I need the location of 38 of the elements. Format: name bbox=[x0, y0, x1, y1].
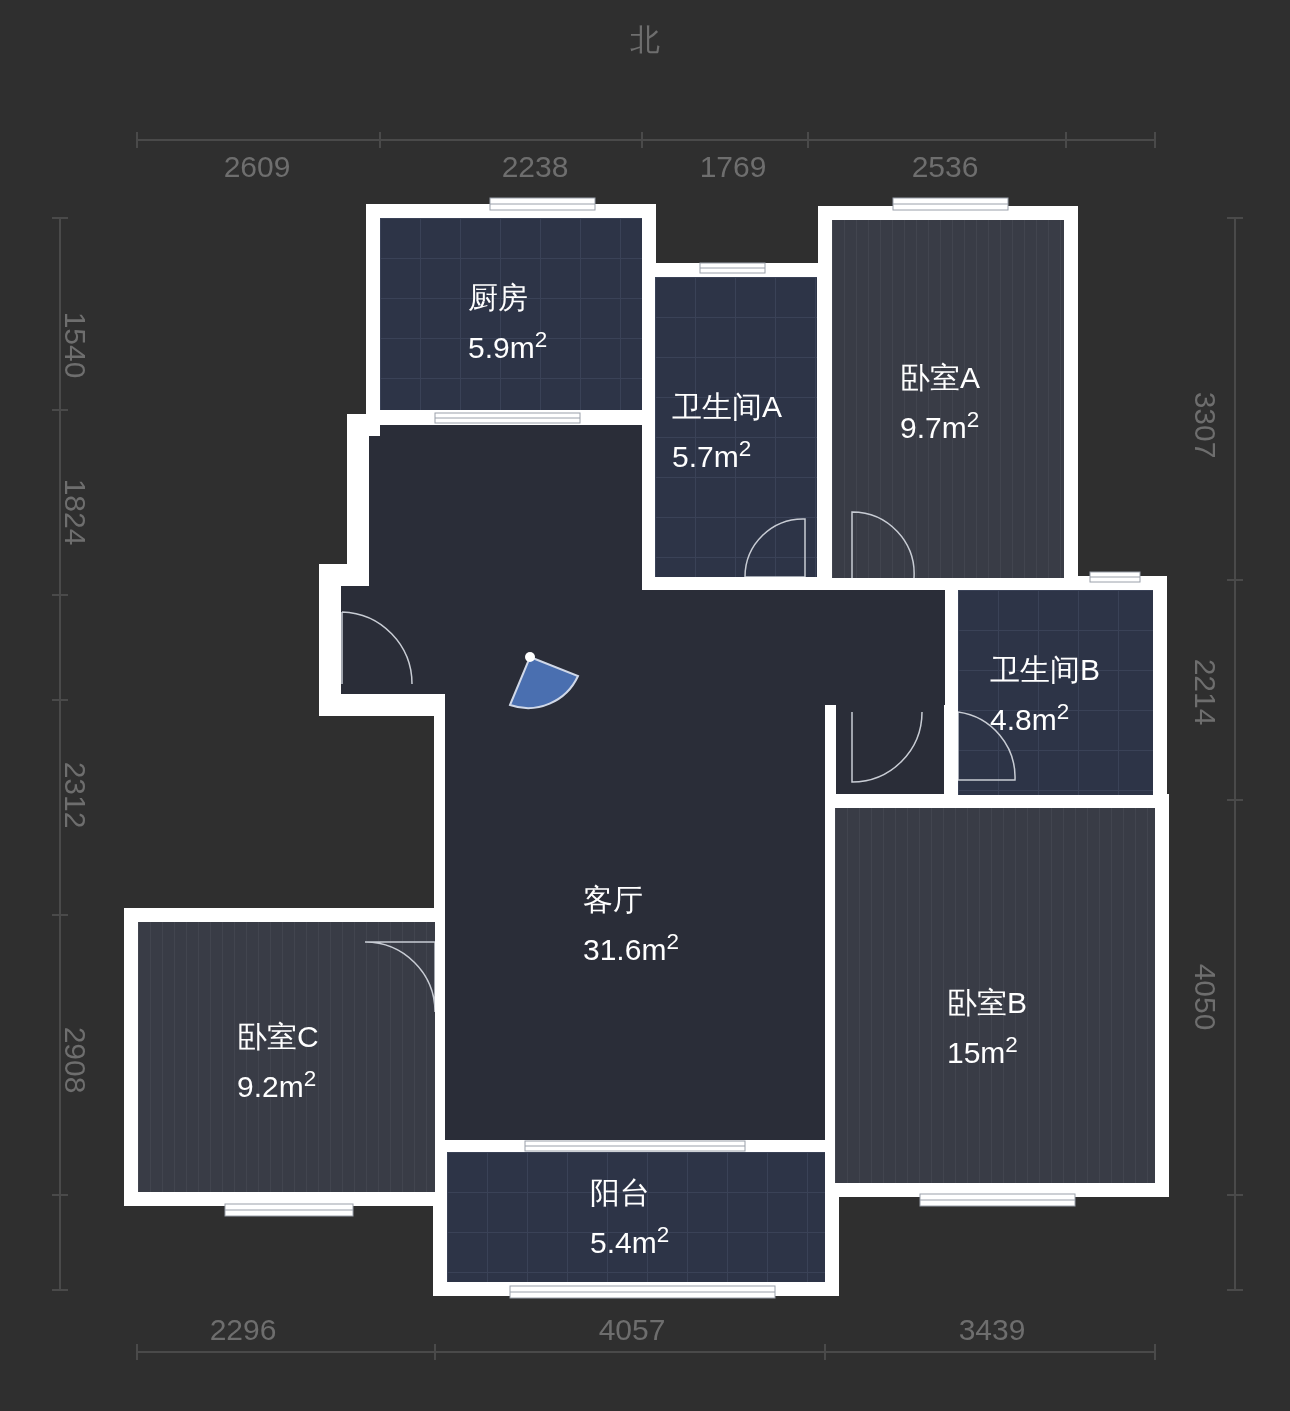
dimension-label: 2908 bbox=[60, 1026, 90, 1094]
room-name: 阳台 bbox=[590, 1175, 651, 1211]
dimension-label: 1769 bbox=[699, 152, 767, 182]
room-name: 卫生间B bbox=[990, 652, 1100, 688]
room-area: 5.9m$^{2}$ bbox=[468, 323, 548, 373]
dimension-label: 4050 bbox=[1190, 963, 1220, 1031]
room-name: 卧室C bbox=[237, 1019, 319, 1055]
room bbox=[138, 922, 435, 1192]
dimension-label: 3439 bbox=[958, 1315, 1026, 1345]
room-name: 卧室A bbox=[900, 360, 980, 396]
compass-label: 北 bbox=[630, 25, 660, 55]
dimension-label: 2214 bbox=[1190, 658, 1220, 726]
dimension-label: 2536 bbox=[911, 152, 979, 182]
room-area: 5.7m$^{2}$ bbox=[672, 432, 782, 482]
dimension-label: 3307 bbox=[1190, 391, 1220, 459]
dimension-label: 1540 bbox=[60, 311, 90, 379]
room bbox=[655, 277, 817, 577]
dimension-label: 1824 bbox=[60, 478, 90, 546]
room-name: 卧室B bbox=[947, 985, 1027, 1021]
room-area: 9.7m$^{2}$ bbox=[900, 403, 980, 453]
room-name: 卫生间A bbox=[672, 389, 782, 425]
dimension-label: 2312 bbox=[60, 761, 90, 829]
dimension-label: 2238 bbox=[501, 152, 569, 182]
room-area: 9.2m$^{2}$ bbox=[237, 1062, 319, 1112]
room bbox=[958, 590, 1153, 795]
room bbox=[832, 220, 1064, 578]
room-area: 5.4m$^{2}$ bbox=[590, 1218, 670, 1268]
room bbox=[447, 1152, 825, 1282]
room-area: 15m$^{2}$ bbox=[947, 1028, 1027, 1078]
room-area: 4.8m$^{2}$ bbox=[990, 695, 1100, 745]
room-area: 31.6m$^{2}$ bbox=[583, 925, 679, 975]
room bbox=[380, 218, 642, 410]
dimension-label: 2296 bbox=[209, 1315, 277, 1345]
dimension-label: 4057 bbox=[598, 1315, 666, 1345]
room-name: 厨房 bbox=[468, 280, 529, 316]
room-name: 客厅 bbox=[583, 882, 644, 918]
room bbox=[835, 808, 1155, 1183]
dimension-label: 2609 bbox=[223, 152, 291, 182]
